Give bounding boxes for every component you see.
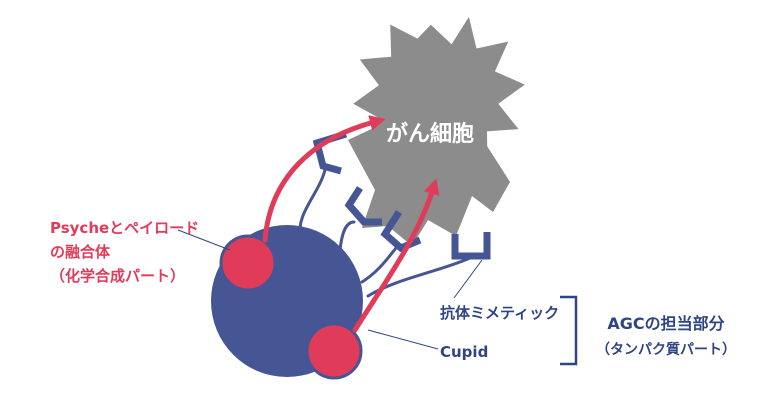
antibody-mimetic-label: 抗体ミメティック — [440, 304, 560, 322]
callout-leaders — [177, 229, 483, 350]
agc-title: AGCの担当部分 — [607, 314, 725, 333]
psyche-payload-label: Psycheとペイロード の融合体 （化学合成パート） — [50, 216, 199, 288]
delivery-arrow-1 — [262, 115, 386, 243]
delivery-arrow-2 — [352, 178, 440, 333]
agc-label: AGCの担当部分 （タンパク質パート） — [596, 311, 736, 363]
cupid-leader — [367, 329, 439, 350]
binder-4 — [451, 232, 491, 260]
agc-subtitle: （タンパク質パート） — [596, 342, 736, 358]
psyche-payload-sphere-1 — [219, 234, 277, 292]
psyche-label-line-3: （化学合成パート） — [50, 267, 186, 285]
cancer-cell-label: がん細胞 — [386, 122, 475, 147]
agc-bracket — [560, 295, 578, 366]
psyche-label-line-1: Psycheとペイロード — [50, 219, 200, 237]
psyche-leader — [177, 229, 231, 251]
psyche-label-line-2: の融合体 — [50, 243, 111, 261]
binder-2 — [344, 186, 382, 226]
psyche-payload-sphere-2 — [305, 322, 363, 380]
mimetic-leader — [453, 259, 483, 299]
delivery-arrows — [262, 115, 440, 333]
cupid-label: Cupid — [440, 343, 489, 361]
